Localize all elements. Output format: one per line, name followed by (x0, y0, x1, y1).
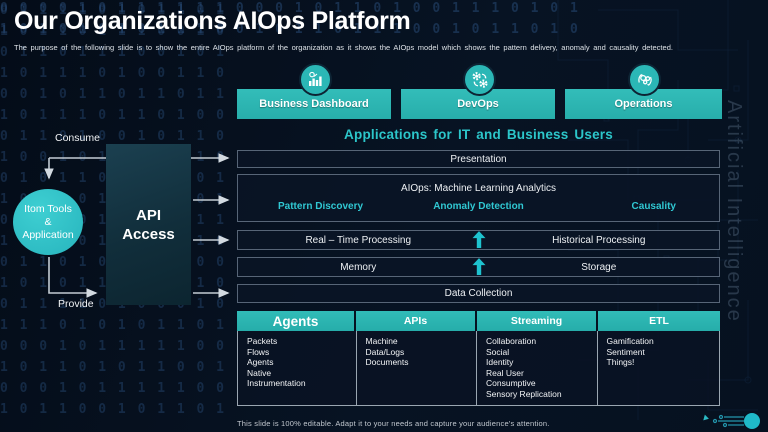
itom-line-3: Application (22, 228, 74, 241)
consume-label: Consume (55, 132, 100, 144)
editable-note: This slide is 100% editable. Adapt it to… (237, 419, 550, 428)
list-item: 0 0 0 1 0 1 1 1 1 1 0 0 0 (0, 381, 236, 396)
section-heading: Applications for IT and Business Users (344, 127, 613, 142)
table-header-agents: Agents (237, 311, 356, 331)
list-item: Agents (247, 357, 274, 368)
list-item: Flows (247, 346, 270, 357)
binary-pattern-top: 0 0 0 0 1 0 1 1 1 1 1 1 0 0 0 1 0 1 1 0 … (0, 0, 580, 42)
list-item: Instrumentation (247, 378, 306, 389)
data-collection-row: Data Collection (237, 284, 720, 303)
list-item: Sensory Replication (486, 388, 562, 399)
memory-label: Memory (340, 261, 377, 273)
api-access-label: API Access (122, 206, 175, 243)
list-item: 0 0 1 0 1 1 0 1 1 0 1 1 1 (0, 87, 236, 102)
page-subtitle: The purpose of the following slide is to… (14, 43, 673, 52)
list-item: Data/Logs (365, 346, 405, 357)
presentation-row: Presentation (237, 150, 720, 168)
up-arrow-icon (472, 231, 485, 249)
devops-label: DevOps (457, 98, 499, 110)
memory-storage-row: Memory Storage (237, 257, 720, 277)
causality-label: Causality (631, 201, 676, 212)
list-item: 0 1 1 1 1 0 1 0 1 1 0 1 1 (0, 3, 236, 18)
business-dashboard-label: Business Dashboard (259, 98, 369, 110)
provide-label: Provide (58, 298, 94, 310)
historical-processing-label: Historical Processing (552, 234, 646, 246)
itom-line-2: & (44, 215, 52, 228)
circuit-node-icon (703, 413, 760, 429)
list-item: 0 0 0 0 1 0 1 1 1 1 1 1 0 0 0 1 0 1 1 0 … (0, 1, 580, 16)
list-item: 0 0 0 1 0 1 1 1 1 1 0 0 0 (0, 339, 236, 354)
list-item: Machine (365, 336, 398, 346)
api-access-box: API Access (106, 144, 191, 305)
page-title: Our Organizations AIOps Platform (14, 7, 411, 35)
list-item: 1 0 1 0 1 0 1 0 1 1 1 0 0 1 0 1 1 0 1 1 … (0, 22, 580, 37)
table-header-streaming: Streaming (477, 311, 598, 331)
list-item: Documents (365, 357, 409, 368)
itom-tools-application-node: Itom Tools & Application (13, 189, 83, 255)
up-arrow-icon (472, 258, 485, 276)
data-collection-label: Data Collection (444, 288, 513, 299)
artificial-intelligence-watermark: Artificial Intelligence (723, 100, 745, 323)
list-item: Packets (247, 336, 278, 346)
list-item: 1 0 1 1 1 0 1 0 0 1 1 0 1 (0, 66, 236, 81)
list-item: Consumptive (486, 378, 536, 389)
anomaly-detection-label: Anomaly Detection (433, 201, 524, 212)
table-header-row: Agents APIs Streaming ETL (237, 311, 720, 331)
list-item: 1 1 1 0 1 0 1 0 1 1 0 1 0 (0, 318, 236, 333)
aiops-title: AIOps: Machine Learning Analytics (400, 183, 557, 194)
list-item: Collaboration (486, 336, 537, 346)
list-item: 1 0 1 1 0 1 0 1 1 0 0 1 0 (0, 360, 236, 375)
list-item: Gamification (606, 336, 654, 346)
bar-chart-icon (299, 63, 332, 96)
pattern-discovery-label: Pattern Discovery (278, 201, 364, 212)
list-item: 0 1 1 0 1 0 0 1 0 1 1 0 1 (0, 129, 236, 144)
processing-row: Real – Time Processing Historical Proces… (237, 230, 720, 250)
list-item: 1 0 1 1 0 0 1 0 1 1 0 1 1 (0, 402, 236, 417)
operations-network-icon (628, 63, 661, 96)
list-item: Sentiment (606, 346, 645, 357)
operations-label: Operations (614, 98, 673, 110)
presentation-label: Presentation (450, 153, 507, 165)
real-time-processing-label: Real – Time Processing (305, 234, 412, 246)
table-header-etl: ETL (598, 311, 720, 331)
list-item: 1 0 1 1 1 0 1 1 0 1 0 0 1 (0, 108, 236, 123)
table-header-apis: APIs (356, 311, 477, 331)
list-item: Things! (606, 357, 635, 368)
list-item: Native (247, 367, 272, 378)
list-item: Social (486, 346, 510, 357)
list-item: 1 0 1 1 0 1 1 1 0 0 1 0 1 (0, 24, 236, 39)
itom-line-1: Itom Tools (24, 202, 72, 215)
gears-cycle-icon (463, 63, 496, 96)
list-item: Identity (486, 357, 514, 368)
list-item: Real User (486, 367, 524, 378)
storage-label: Storage (581, 261, 617, 273)
aiops-analytics-box: AIOps: Machine Learning Analytics Patter… (237, 174, 720, 222)
list-item: 0 1 1 0 1 1 1 0 0 1 0 1 1 (0, 45, 236, 60)
